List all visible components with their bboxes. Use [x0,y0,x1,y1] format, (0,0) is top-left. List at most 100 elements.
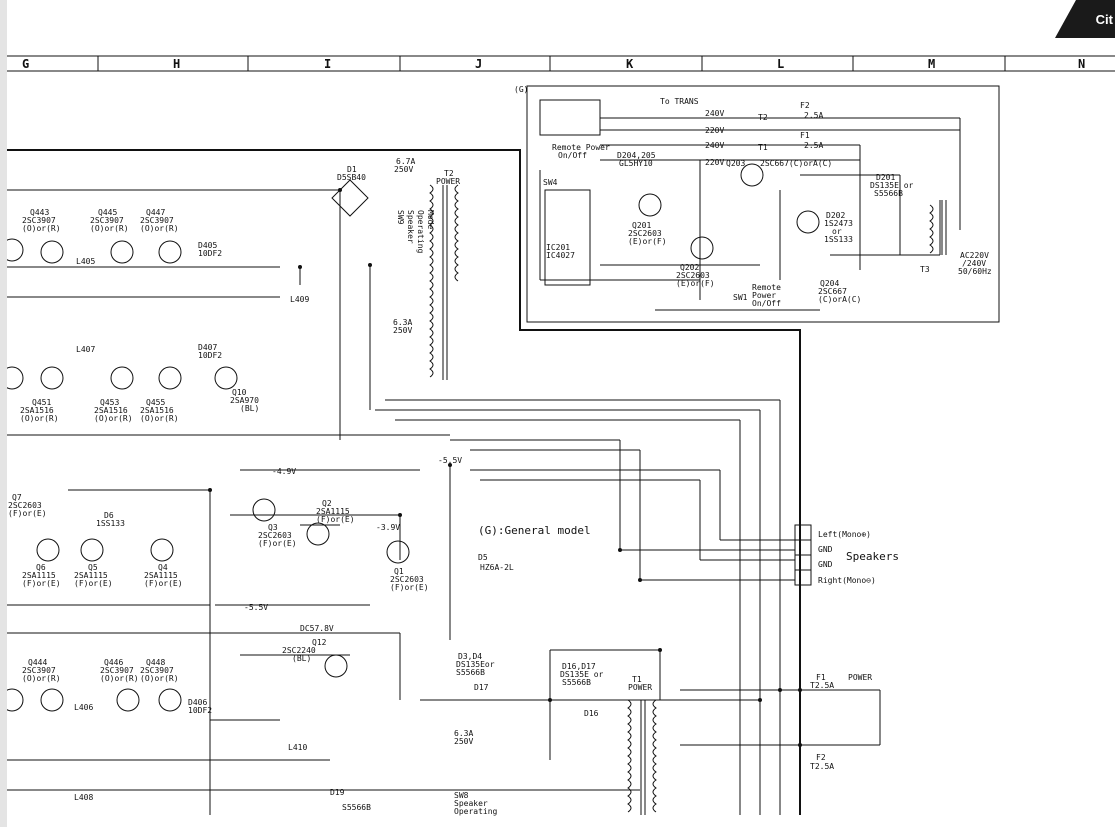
q455-rank: (O)or(R) [140,414,179,423]
d201-alt: S5566B [874,189,903,198]
q4-part: 2SA1115 [144,571,178,580]
t3-label: T3 [920,265,930,274]
junction-dot [618,548,622,552]
t2-power-label: POWER [436,177,460,186]
d17-label: D17 [474,683,489,692]
d1617-part: DS135E or [560,670,604,679]
d34-label: D3,D4 [458,652,482,661]
f2b-label: F2 [816,753,826,762]
corner-tab-text: Cit [1095,12,1113,27]
transistor-symbol [690,236,714,260]
l407-label: L407 [76,345,95,354]
q448-part: 2SC3907 [140,666,174,675]
transistor-symbol [158,240,182,264]
fuse67b-label: 250V [394,165,413,174]
transistor-symbol [40,688,64,712]
fuse63b-label: 250V [393,326,412,335]
d204-label: D204,205 [617,151,656,160]
vertical-labels: SW9 Speaker Operating Mode [396,210,435,254]
q12-part: 2SC2240 [282,646,316,655]
t2-tap-label: T2 [758,113,768,122]
f2-label: F2 [800,101,810,110]
d19-part: S5566B [342,803,371,812]
d202-label: D202 [826,211,845,220]
d201-label: D201 [876,173,895,182]
q201-label: Q201 [632,221,651,230]
d34-alt: S5566B [456,668,485,677]
d34-part: DS135Eor [456,660,495,669]
junction-dot [778,688,782,692]
d1617-alt: S5566B [562,678,591,687]
f1-value: 2.5A [804,141,823,150]
on-off-label: On/Off [558,151,587,160]
components [331,99,947,815]
q3-part: 2SC2603 [258,531,292,540]
column-label-j: J [475,57,482,71]
t1-power-label: POWER [628,683,652,692]
column-label-n: N [1078,57,1085,71]
dc57-label: DC57.8V [300,624,334,633]
q447-rank: (O)or(R) [140,224,179,233]
operating2-label: Operating [454,807,498,816]
junction-dot [338,188,342,192]
q445-label: Q445 [98,208,117,217]
transistor-symbol [324,654,348,678]
gl5hy10-label: GL5HY10 [619,159,653,168]
f1b-value: T2.5A [810,681,834,690]
q453-part: 2SA1516 [94,406,128,415]
junction-dot [638,578,642,582]
q204-label: Q204 [820,279,839,288]
power-label: Power [752,291,776,300]
tap-240a: 240V [705,109,724,118]
f1-label: F1 [800,131,810,140]
q203-part: 2SC667(C)orA(C) [760,159,832,168]
transistor-symbol [796,210,820,234]
mode-label: Mode [426,210,435,229]
q6-part: 2SA1115 [22,571,56,580]
ic4027-label: IC4027 [546,251,575,260]
junction-dot [368,263,372,267]
d407-part: 10DF2 [198,351,222,360]
f2-value: 2.5A [804,111,823,120]
q444-rank: (O)or(R) [22,674,61,683]
fuse67-label: 6.7A [396,157,415,166]
q445-rank: (O)or(R) [90,224,129,233]
junction-dot [398,513,402,517]
q204-rank: (C)orA(C) [818,295,861,304]
q1-label: Q1 [394,567,404,576]
tap-220b: 220V [705,158,724,167]
l409-label: L409 [290,295,309,304]
junction-dot [798,743,802,747]
d1-label: D1 [347,165,357,174]
q6-label: Q6 [36,563,46,572]
q203-label: Q203 [726,159,745,168]
t2-label: T2 [444,169,454,178]
general-model-note: (G):General model [478,524,591,537]
q2-rank: (F)or(E) [316,515,355,524]
transistor-symbol [252,498,276,522]
q12-rank: (BL) [292,654,311,663]
wiring [7,85,1000,815]
transistor-symbol [158,688,182,712]
l408-label: L408 [74,793,93,802]
q1-part: 2SC2603 [390,575,424,584]
column-label-l: L [777,57,784,71]
power3-label: POWER [848,673,872,682]
g-mark: (G) [514,85,528,94]
transistor-symbol [158,366,182,390]
q5-rank: (F)or(E) [74,579,113,588]
transistor-symbol [116,688,140,712]
junction-dot [548,698,552,702]
junction-dot [658,648,662,652]
grid-bar [7,55,1115,72]
d5-label: D5 [478,553,488,562]
transistor-symbol [40,366,64,390]
q2-part: 2SA1115 [316,507,350,516]
d6-label: D6 [104,511,114,520]
d201-part: DS135E or [870,181,914,190]
junction-dot [208,488,212,492]
transistor-symbol [80,538,104,562]
speaker-label: Speaker [406,210,415,244]
